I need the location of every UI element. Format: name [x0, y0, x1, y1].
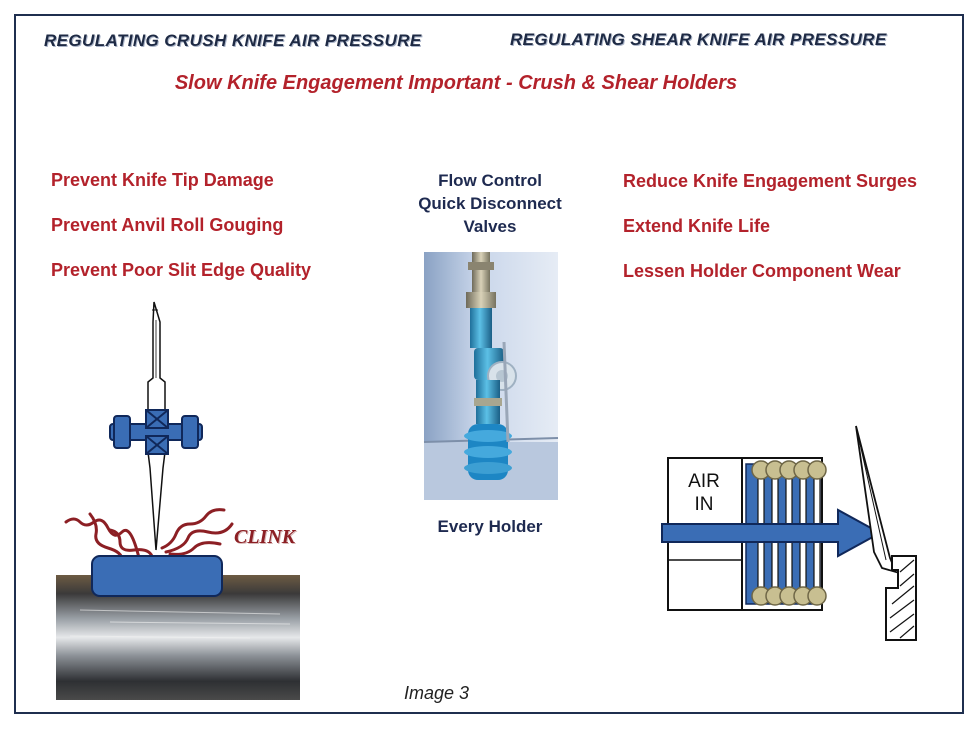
clink-label: CLINK	[234, 526, 296, 548]
air-in-line-2: IN	[694, 494, 714, 515]
valve-title-line-3: Valves	[463, 217, 517, 236]
slide-frame	[14, 14, 964, 714]
subtitle: Slow Knife Engagement Important - Crush …	[174, 72, 738, 94]
left-benefit-1: Prevent Knife Tip Damage	[51, 170, 274, 190]
air-in-label: AIR IN	[668, 470, 740, 516]
right-benefit-2: Extend Knife Life	[623, 216, 771, 236]
shear-knife	[855, 425, 898, 574]
spring-coils	[751, 460, 827, 606]
valve-title-line-1: Flow Control	[438, 171, 542, 190]
header-crush: REGULATING CRUSH KNIFE AIR PRESSURE	[44, 31, 422, 50]
valve-photo	[423, 252, 559, 500]
left-benefit-2: Prevent Anvil Roll Gouging	[51, 215, 284, 235]
spark-lines	[64, 508, 234, 573]
anvil-block	[91, 555, 223, 597]
crush-knife-diagram	[56, 301, 300, 700]
valve-title-line-2: Quick Disconnect	[418, 194, 562, 213]
left-benefit-3: Prevent Poor Slit Edge Quality	[51, 260, 312, 280]
valve-caption: Every Holder	[437, 517, 543, 536]
air-in-line-1: AIR	[688, 471, 720, 492]
right-benefit-1: Reduce Knife Engagement Surges	[623, 171, 918, 191]
header-shear: REGULATING SHEAR KNIFE AIR PRESSURE	[510, 30, 887, 49]
right-benefit-3: Lessen Holder Component Wear	[623, 261, 901, 281]
image-caption: Image 3	[404, 683, 470, 703]
shear-anvil	[885, 555, 917, 641]
air-flow-arrow	[661, 508, 883, 558]
shear-knife-diagram	[661, 425, 917, 641]
bearing-block	[109, 409, 203, 455]
